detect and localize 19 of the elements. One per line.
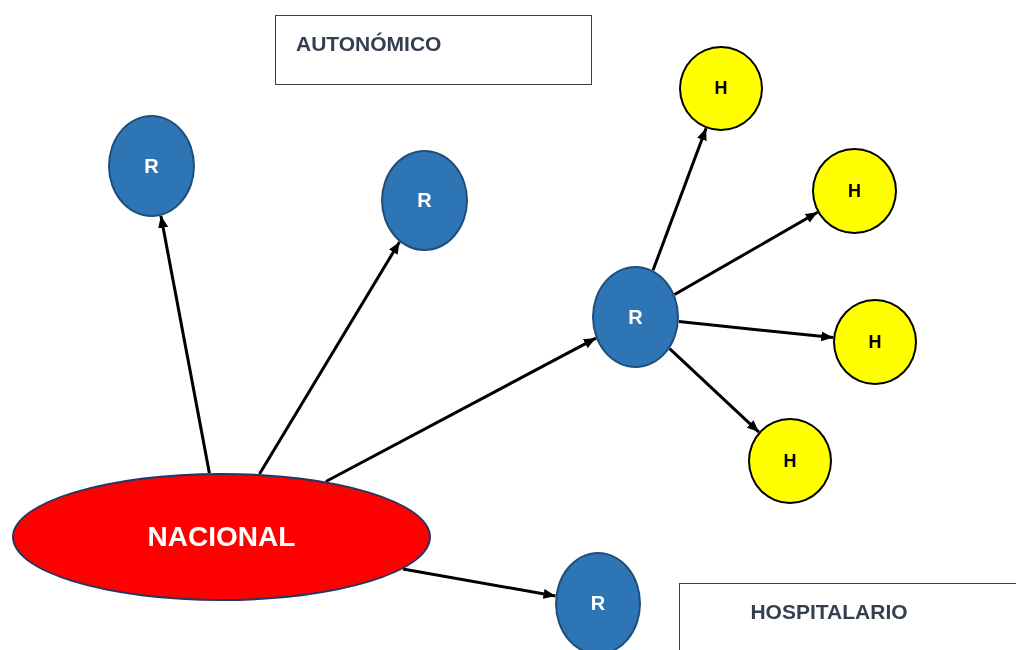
node-label: R [417,189,432,212]
arrow [325,336,597,483]
node-label: H [848,180,861,202]
node-label: R [628,305,643,329]
node-label: AUTONÓMICO [296,32,442,56]
arrow [668,347,760,434]
arrow [402,567,556,599]
arrow [258,241,401,475]
arrow [158,215,211,474]
arrow [651,127,708,271]
node-label: H [868,331,882,353]
node-label: R [590,592,606,615]
node-label: H [714,78,728,99]
arrow [678,320,834,342]
node-label: NACIONAL [147,521,296,553]
node-label: HOSPITALARIO [750,600,908,624]
node-label: R [144,154,159,178]
level-box [275,15,592,85]
node-label: H [783,450,797,472]
